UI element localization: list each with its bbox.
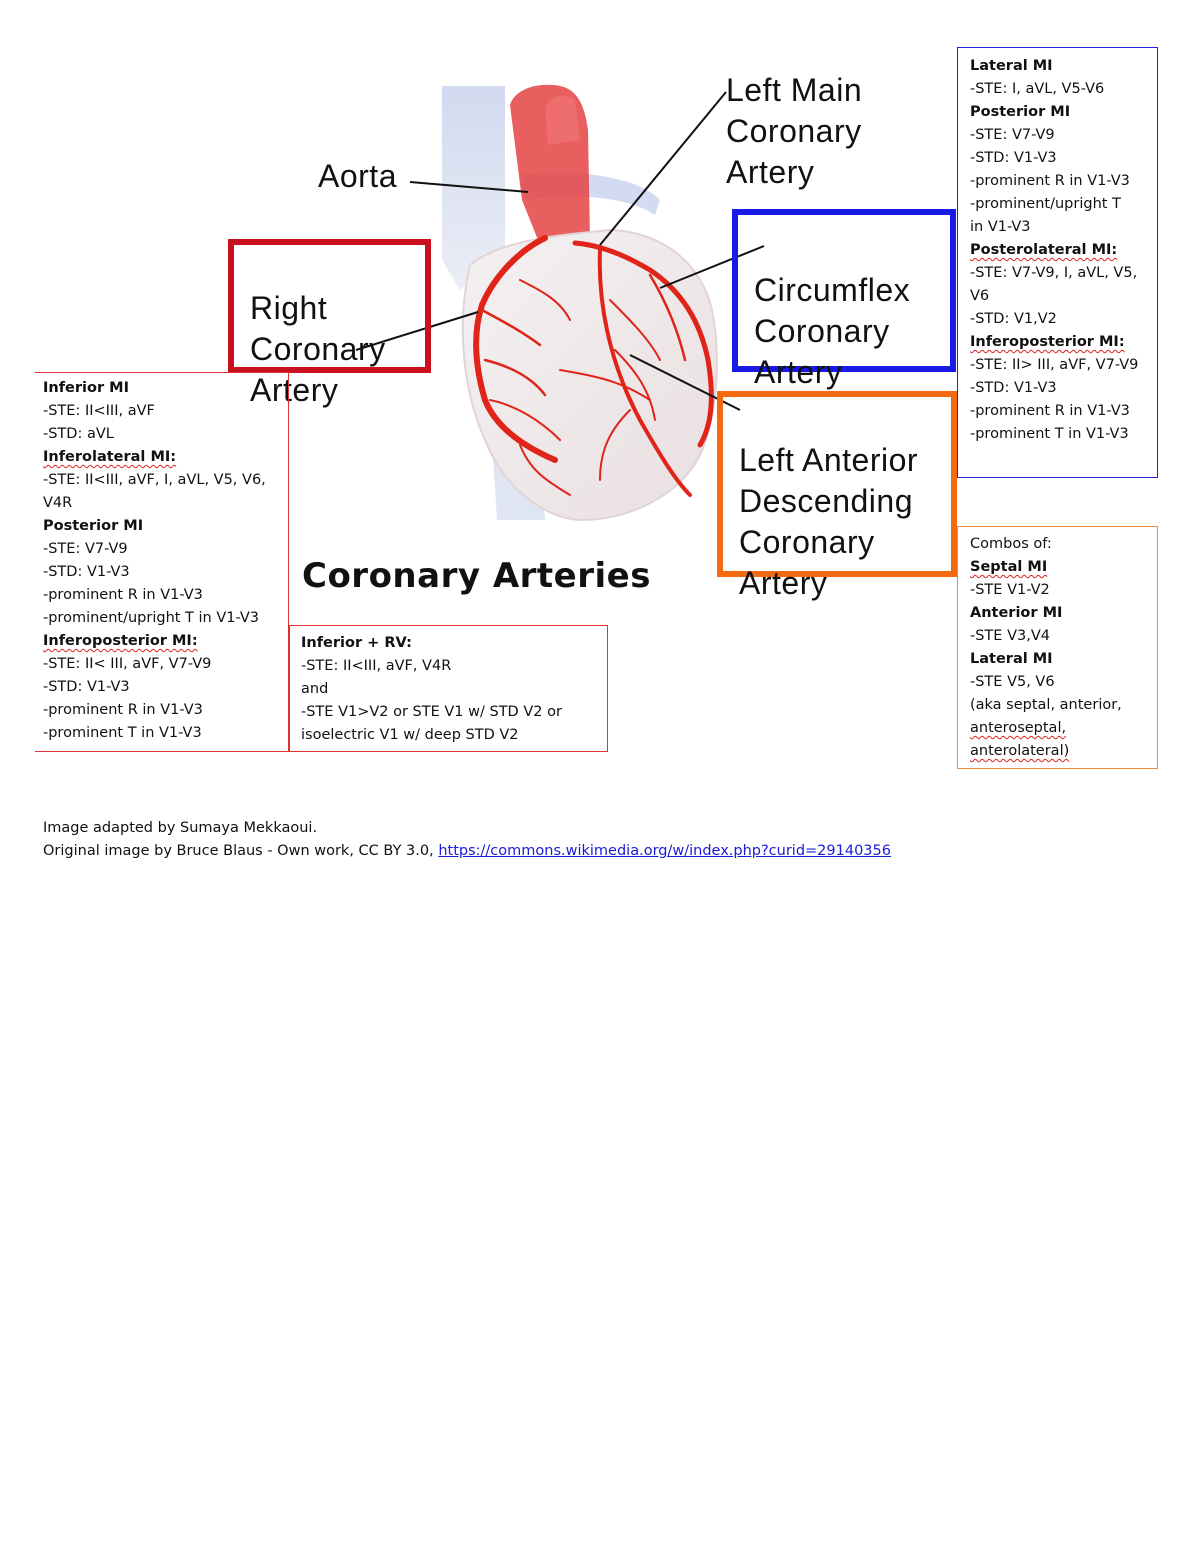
credit-adapted: Image adapted by Sumaya Mekkaoui. xyxy=(43,820,318,836)
posterior-std-left: -STD: V1-V3 xyxy=(43,564,130,580)
inferoposterior-t-left: -prominent T in V1-V3 xyxy=(43,725,202,741)
inferolateral-ste-cont: V4R xyxy=(43,495,73,511)
inferior-ste: -STE: II<III, aVF xyxy=(43,403,155,419)
lateral-combo-ste: -STE V5, V6 xyxy=(970,674,1055,690)
inferoposterior-r-left: -prominent R in V1-V3 xyxy=(43,702,203,718)
posterior-r-right: -prominent R in V1-V3 xyxy=(970,173,1130,189)
inferolateral-heading: Inferolateral MI: xyxy=(43,449,177,465)
lad-box: Left Anterior Descending Coronary Artery xyxy=(717,391,957,601)
inferior-std: -STD: aVL xyxy=(43,426,114,442)
credit-original-text: Original image by Bruce Blaus - Own work… xyxy=(43,843,439,859)
anterior-ste: -STE V3,V4 xyxy=(970,628,1050,644)
inferoposterior-heading-right: Inferoposterior MI: xyxy=(970,334,1125,350)
septal-ste: -STE V1-V2 xyxy=(970,582,1050,598)
posterolateral-ste: -STE: V7-V9, I, aVL, V5, xyxy=(970,265,1138,281)
inferior-rv-ste: -STE: II<III, aVF, V4R xyxy=(301,658,452,674)
inferoposterior-std-left: -STD: V1-V3 xyxy=(43,679,130,695)
inferoposterior-std-right: -STD: V1-V3 xyxy=(970,380,1057,396)
combos-heading: Combos of: xyxy=(970,536,1052,552)
posterior-std-right: -STD: V1-V3 xyxy=(970,150,1057,166)
combos-note: Combos of: Septal MI -STE V1-V2 Anterior… xyxy=(957,526,1158,769)
inferoposterior-heading-left: Inferoposterior MI: xyxy=(43,633,198,649)
lateral-mi-note: Lateral MI -STE: I, aVL, V5-V6 Posterior… xyxy=(957,47,1158,478)
diagram-title: Coronary Arteries xyxy=(302,556,651,596)
posterolateral-std: -STD: V1,V2 xyxy=(970,311,1057,327)
posterior-heading-right: Posterior MI xyxy=(970,104,1071,120)
septal-mi-heading: Septal MI xyxy=(970,559,1048,575)
inferior-rv-criteria-cont: isoelectric V1 w/ deep STD V2 xyxy=(301,727,519,743)
inferoposterior-ste-left: -STE: II< III, aVF, V7-V9 xyxy=(43,656,212,672)
left-main-label: Left Main Coronary Artery xyxy=(726,72,863,190)
inferoposterior-t-right: -prominent T in V1-V3 xyxy=(970,426,1129,442)
posterolateral-heading: Posterolateral MI: xyxy=(970,242,1118,258)
lad-label: Left Anterior Descending Coronary Artery xyxy=(739,442,919,601)
inferolateral-ste: -STE: II<III, aVF, I, aVL, V5, V6, xyxy=(43,472,266,488)
lateral-mi-heading: Lateral MI xyxy=(970,58,1053,74)
aorta-arch xyxy=(545,95,580,145)
right-coronary-label: Right Coronary Artery xyxy=(250,290,386,408)
aorta-label: Aorta xyxy=(318,158,397,194)
inferoposterior-ste-right: -STE: II> III, aVF, V7-V9 xyxy=(970,357,1139,373)
inferior-rv-heading: Inferior + RV: xyxy=(301,635,412,651)
posterior-heading-left: Posterior MI xyxy=(43,518,144,534)
inferior-rv-and: and xyxy=(301,681,329,697)
inferior-rv-note: Inferior + RV: -STE: II<III, aVF, V4R an… xyxy=(289,625,608,752)
heart-illustration xyxy=(355,84,765,522)
posterior-t-left: -prominent/upright T in V1-V3 xyxy=(43,610,260,626)
circumflex-box: Circumflex Coronary Artery xyxy=(732,209,956,390)
aka-anterolateral: anterolateral) xyxy=(970,743,1070,759)
aka-anteroseptal: anteroseptal, xyxy=(970,720,1067,736)
posterior-ste-left: -STE: V7-V9 xyxy=(43,541,128,557)
inferior-rv-criteria: -STE V1>V2 or STE V1 w/ STD V2 or xyxy=(301,704,562,720)
aka-line: (aka septal, anterior, xyxy=(970,697,1122,713)
posterior-r-left: -prominent R in V1-V3 xyxy=(43,587,203,603)
inferoposterior-r-right: -prominent R in V1-V3 xyxy=(970,403,1130,419)
posterior-ste-right: -STE: V7-V9 xyxy=(970,127,1055,143)
posterior-t-right-cont: in V1-V3 xyxy=(970,219,1031,235)
source-link[interactable]: https://commons.wikimedia.org/w/index.ph… xyxy=(438,843,891,859)
posterior-t-right: -prominent/upright T xyxy=(970,196,1121,212)
lateral-ste: -STE: I, aVL, V5-V6 xyxy=(970,81,1105,97)
circumflex-label: Circumflex Coronary Artery xyxy=(754,272,911,390)
inferior-mi-heading: Inferior MI xyxy=(43,380,129,396)
posterolateral-ste-cont: V6 xyxy=(970,288,990,304)
right-coronary-box: Right Coronary Artery xyxy=(228,239,431,408)
coronary-arteries xyxy=(473,235,714,497)
anterior-mi-heading: Anterior MI xyxy=(970,605,1063,621)
credit-original: Original image by Bruce Blaus - Own work… xyxy=(43,843,891,859)
inferior-mi-note: Inferior MI -STE: II<III, aVF -STD: aVL … xyxy=(35,372,289,752)
lateral-mi-combo-heading: Lateral MI xyxy=(970,651,1053,667)
